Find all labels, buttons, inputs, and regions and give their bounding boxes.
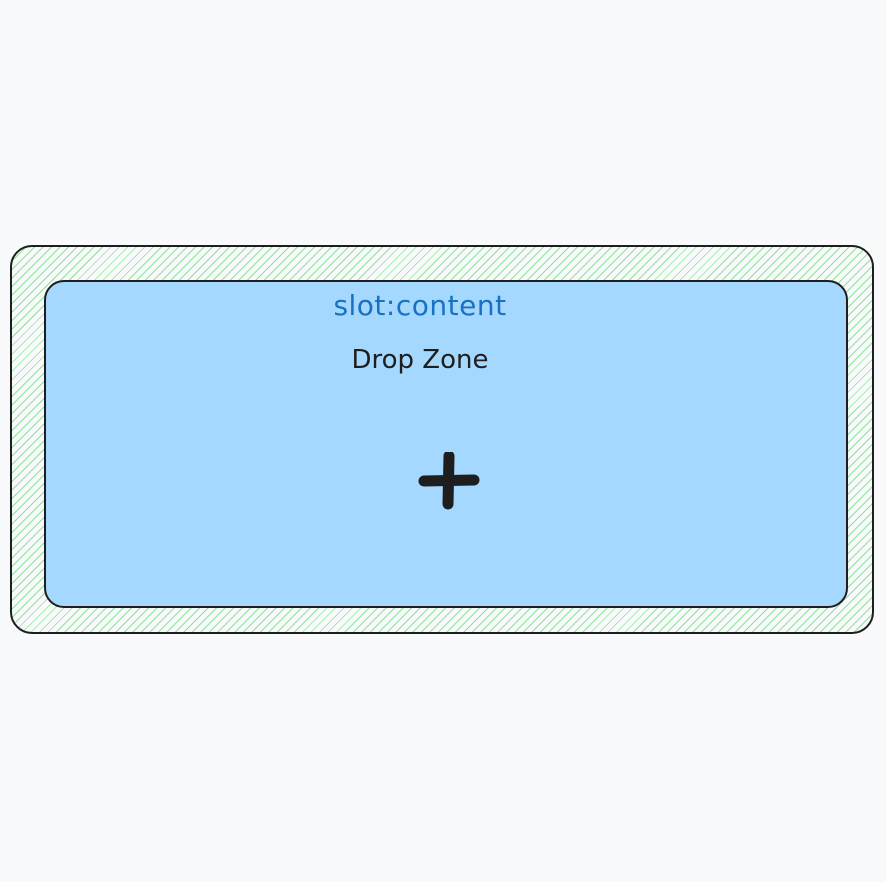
drop-zone-label: Drop Zone (351, 345, 489, 375)
slot-label: slot:content (333, 289, 507, 322)
plus-icon[interactable] (418, 452, 480, 510)
drop-zone[interactable] (44, 280, 848, 608)
